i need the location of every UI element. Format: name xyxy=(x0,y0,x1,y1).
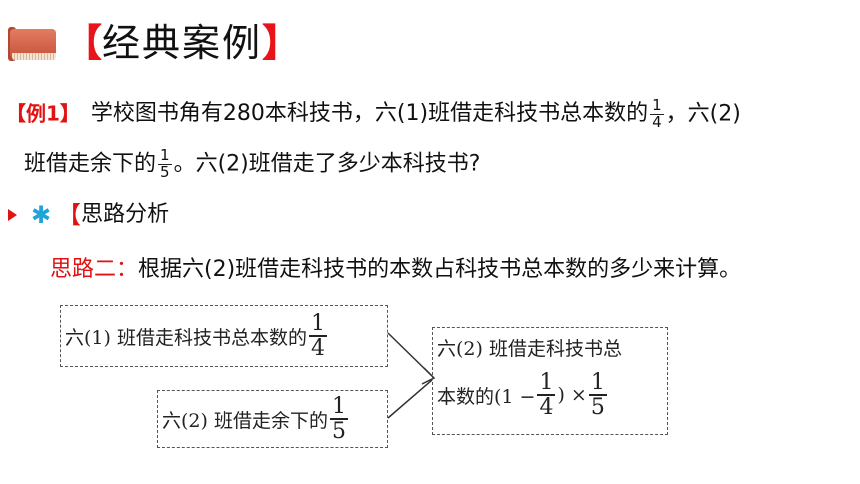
arrow-line-bottom xyxy=(387,379,433,419)
header-open-bracket: 【 xyxy=(64,21,103,65)
example-text-1-after: ，六(2) xyxy=(665,101,741,127)
header-close-bracket: 】 xyxy=(262,21,301,65)
box3-prefix: 本数的(1 − xyxy=(437,385,536,408)
book-icon xyxy=(8,23,60,63)
box2-text: 六(2) 班借走余下的 xyxy=(162,409,328,432)
box3-line1: 六(2) 班借走科技书总 xyxy=(437,338,622,360)
example-text-2-after: 。六(2)班借走了多少本科技书? xyxy=(173,151,481,177)
analysis-bracket: 【 xyxy=(57,201,82,229)
idea-label: 思路二： xyxy=(50,257,139,282)
page-title: 经典案例 xyxy=(102,21,263,65)
example-text-2: 班借走余下的 xyxy=(24,151,157,177)
asterisk-icon: ✱ xyxy=(31,201,52,229)
example-text-1: 学校图书角有280本科技书，六(1)班借走科技书总本数的 xyxy=(90,101,649,127)
section-header: 【 经典案例 】 xyxy=(8,14,300,72)
idea-line: 思路二：根据六(2)班借走科技书的本数占科技书总本数的多少来计算。 xyxy=(50,259,741,281)
example-tag: 【例1】 xyxy=(6,101,80,126)
arrow-head xyxy=(421,367,436,385)
analysis-heading: ✱ 【 思路分析 xyxy=(8,203,169,227)
box3-times: ) × xyxy=(557,384,587,407)
analysis-label: 思路分析 xyxy=(81,202,170,227)
bullet-arrow-icon xyxy=(8,209,17,221)
box1-text: 六(1) 班借走科技书总本数的 xyxy=(65,326,307,349)
idea-text: 根据六(2)班借走科技书的本数占科技书总本数的多少来计算。 xyxy=(138,257,742,282)
